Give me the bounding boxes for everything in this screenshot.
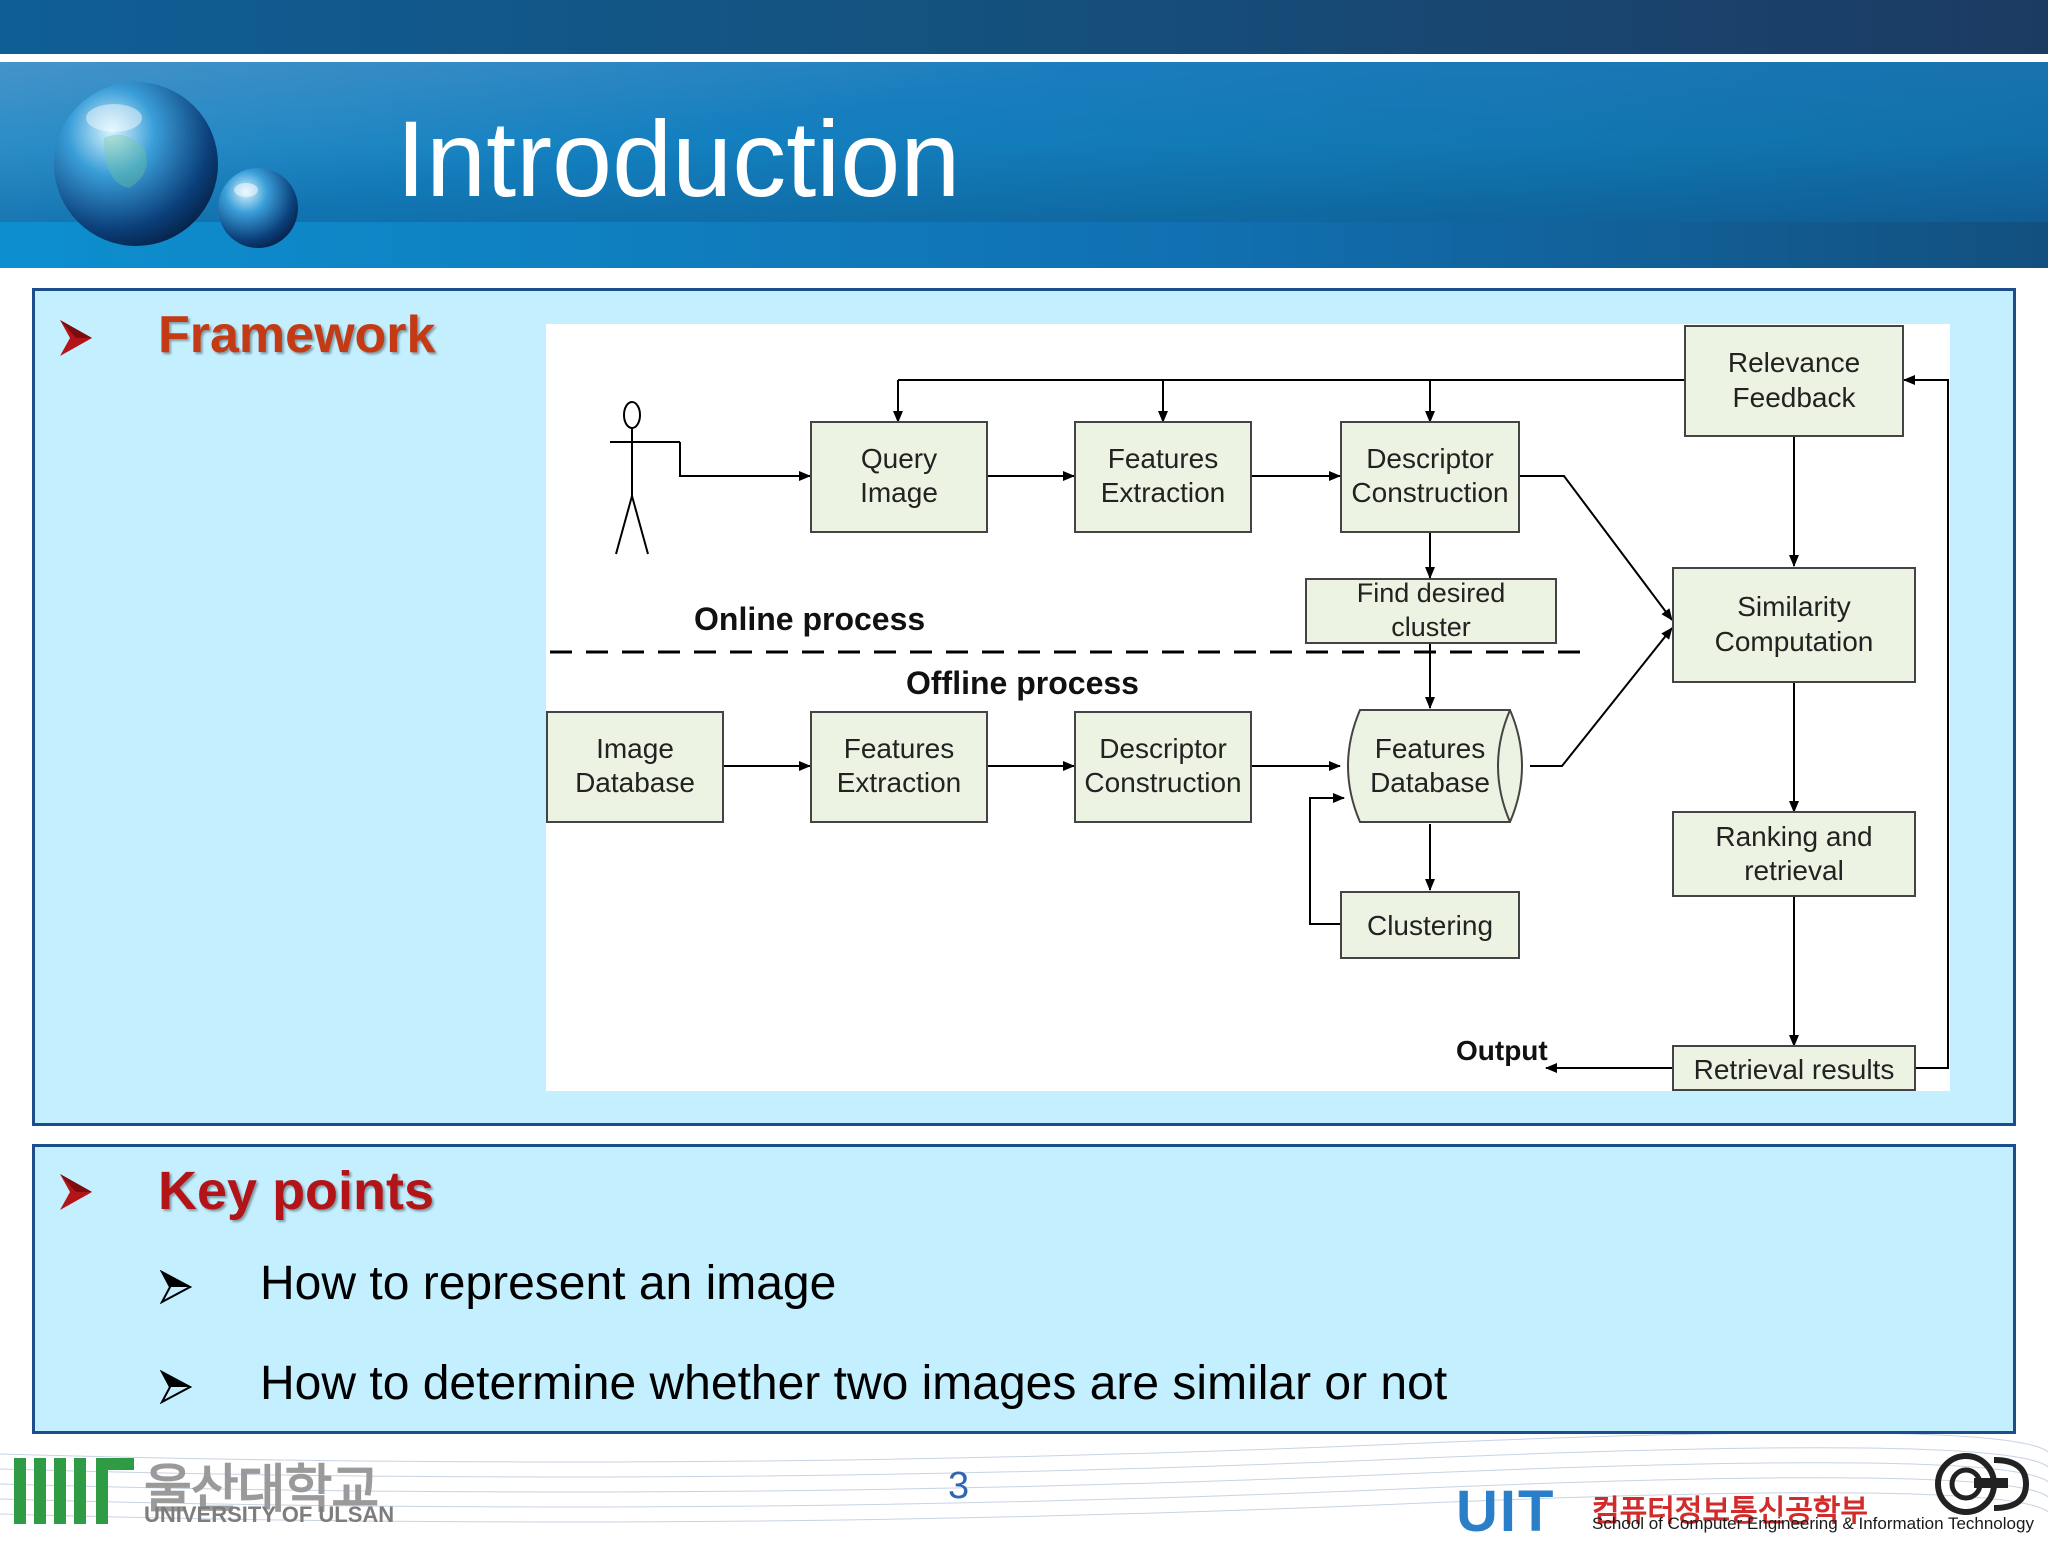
offline-process-label: Offline process	[906, 665, 1139, 701]
framework-diagram: Online process Offline process Output Qu…	[546, 324, 1950, 1091]
svg-text:Features: Features	[1375, 733, 1486, 764]
footer-decor	[0, 1434, 2048, 1524]
ulsan-logo-icon	[14, 1458, 134, 1524]
title-bar-band	[0, 222, 2048, 268]
box-features-database: Features Database	[1347, 709, 1523, 823]
svg-text:Database: Database	[1370, 767, 1490, 798]
key-point-item: How to determine whether two images are …	[260, 1357, 1448, 1410]
svg-text:Ranking and: Ranking and	[1715, 821, 1872, 852]
svg-text:Relevance: Relevance	[1728, 347, 1860, 378]
arrow-bullet-icon	[60, 1174, 92, 1210]
user-figure-icon	[610, 401, 680, 555]
key-points-heading: Key points	[158, 1161, 435, 1221]
svg-text:Features: Features	[1108, 443, 1219, 474]
svg-text:retrieval: retrieval	[1744, 855, 1844, 886]
svg-text:Construction: Construction	[1084, 767, 1241, 798]
svg-text:Database: Database	[575, 767, 695, 798]
box-features-extraction-online: Features Extraction	[1074, 421, 1252, 533]
box-clustering: Clustering	[1340, 891, 1520, 959]
key-point-item: How to represent an image	[260, 1257, 837, 1310]
ulsan-logo-english: UNIVERSITY OF ULSAN	[144, 1502, 395, 1527]
box-similarity-computation: Similarity Computation	[1672, 567, 1916, 683]
svg-text:Descriptor: Descriptor	[1099, 733, 1227, 764]
svg-text:Computation: Computation	[1715, 626, 1874, 657]
svg-text:Query: Query	[861, 443, 937, 474]
uit-logo-mark: UIT	[1456, 1479, 1556, 1544]
globe-icon	[54, 82, 298, 248]
box-query-image: Query Image	[810, 421, 988, 533]
uit-logo-english: School of Computer Engineering & Informa…	[1592, 1514, 2034, 1533]
svg-text:Image: Image	[860, 477, 938, 508]
box-find-desired-cluster: Find desired cluster	[1305, 578, 1557, 644]
svg-text:Image: Image	[596, 733, 674, 764]
key-points-panel	[32, 1144, 2016, 1434]
svg-text:Feedback: Feedback	[1733, 382, 1857, 413]
box-descriptor-construction-offline: Descriptor Construction	[1074, 711, 1252, 823]
box-image-database: Image Database	[546, 711, 724, 823]
gic-logo-icon	[1935, 1453, 2030, 1515]
arrow-bullet-icon	[60, 320, 92, 356]
svg-text:Find desired: Find desired	[1357, 578, 1506, 608]
sub-bullet-icon	[160, 1270, 192, 1304]
box-relevance-feedback: Relevance Feedback	[1684, 325, 1904, 437]
svg-text:Extraction: Extraction	[837, 767, 962, 798]
box-ranking-retrieval: Ranking and retrieval	[1672, 811, 1916, 897]
page-number: 3	[948, 1465, 970, 1507]
top-decor-bar	[0, 0, 2048, 54]
box-retrieval-results: Retrieval results	[1672, 1045, 1916, 1091]
svg-text:cluster: cluster	[1391, 612, 1471, 642]
framework-heading: Framework	[158, 306, 436, 364]
uit-logo-korean: 컴퓨터정보통신공학부	[1592, 1495, 1868, 1528]
ulsan-logo-korean: 울산대학교	[144, 1461, 379, 1519]
svg-text:Similarity: Similarity	[1737, 591, 1851, 622]
svg-text:Construction: Construction	[1351, 477, 1508, 508]
slide-title: Introduction	[396, 98, 961, 219]
svg-text:Clustering: Clustering	[1367, 910, 1493, 941]
sub-bullet-icon	[160, 1370, 192, 1404]
box-descriptor-construction-online: Descriptor Construction	[1340, 421, 1520, 533]
svg-text:Extraction: Extraction	[1101, 477, 1226, 508]
svg-text:Descriptor: Descriptor	[1366, 443, 1494, 474]
title-bar	[0, 62, 2048, 268]
svg-text:Retrieval results: Retrieval results	[1694, 1054, 1895, 1085]
output-label: Output	[1456, 1035, 1548, 1066]
online-process-label: Online process	[694, 601, 925, 637]
box-features-extraction-offline: Features Extraction	[810, 711, 988, 823]
svg-text:Features: Features	[844, 733, 955, 764]
